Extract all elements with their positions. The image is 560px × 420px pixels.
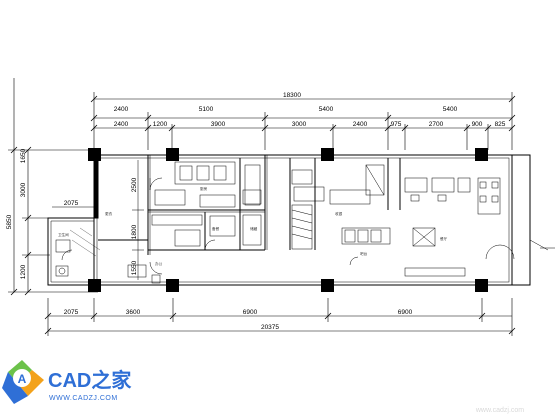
- walls: [47, 154, 531, 286]
- dim-inner-vertical-c: 1550: [131, 260, 138, 275]
- dim-top-row1-c: 5400: [319, 106, 334, 113]
- room-label-locker: 更衣: [105, 211, 113, 216]
- dim-inner-left-top: 2075: [64, 200, 79, 207]
- left-dimension-lines: [8, 78, 98, 296]
- room-label-restroom: 卫生间: [58, 232, 69, 237]
- annex-hatch: [69, 227, 101, 257]
- structural-columns: [88, 148, 488, 292]
- dim-top-row2-f: 975: [391, 121, 402, 128]
- dim-top-row2-g: 2700: [429, 121, 444, 128]
- dim-bottom-a: 2075: [64, 309, 79, 316]
- room-label-dining: 餐厅: [440, 236, 448, 241]
- dim-overall-top: 18300: [283, 92, 301, 99]
- dining-tables: [404, 177, 501, 277]
- dim-top-row2-c: 3900: [211, 121, 226, 128]
- cad-home-logo: A CAD之家 WWW.CADZJ.COM: [2, 360, 132, 404]
- dim-top-row1-d: 5400: [443, 106, 458, 113]
- dim-top-row2-a: 2400: [114, 121, 129, 128]
- room-label-kitchen: 厨房: [200, 186, 208, 191]
- bar-counter: [341, 227, 436, 247]
- dim-left-part-c: 1200: [20, 264, 27, 279]
- doors: [61, 177, 515, 275]
- dim-top-row2-d: 3000: [292, 121, 307, 128]
- room-label-storage: 储藏: [250, 226, 258, 231]
- dim-top-row2-i: 825: [495, 121, 506, 128]
- top-dimension-lines: [90, 92, 516, 150]
- logo-mark-letter: A: [18, 372, 27, 386]
- logo-brand-text: CAD之家: [48, 368, 132, 392]
- dim-bottom-c: 6900: [243, 309, 258, 316]
- dim-top-row1-a: 2400: [114, 106, 129, 113]
- logo-url-text: WWW.CADZJ.COM: [49, 395, 118, 402]
- dim-bottom-d: 6900: [398, 309, 413, 316]
- logo-mark-icon: A: [2, 360, 44, 404]
- dim-inner-vertical-a: 2500: [131, 177, 138, 192]
- room-label-office: 办公: [155, 261, 163, 266]
- dim-left-part-b: 1650: [20, 148, 27, 163]
- dim-top-row2-h: 900: [472, 121, 483, 128]
- dim-top-row2-e: 2400: [353, 121, 368, 128]
- dim-top-row2-b: 1200: [153, 121, 168, 128]
- dim-top-row1-b: 5100: [199, 106, 214, 113]
- dim-left-overall: 5850: [6, 214, 13, 229]
- service-counter: [291, 164, 385, 250]
- restroom-fixtures: [55, 239, 161, 284]
- bottom-dimension-lines: [44, 298, 516, 336]
- inner-dimension-lines: [52, 160, 144, 280]
- kitchen-fixtures: [151, 161, 262, 247]
- room-label-cashier: 收银: [335, 211, 343, 216]
- watermark-text: www.cadzj.com: [475, 407, 524, 414]
- room-label-bar: 吧台: [360, 251, 368, 256]
- dim-bottom-b: 3600: [126, 309, 141, 316]
- dim-left-part-a: 3000: [20, 182, 27, 197]
- room-label-prep: 备餐: [212, 226, 220, 231]
- dim-inner-vertical-b: 1800: [131, 224, 138, 239]
- dim-overall-bottom: 20375: [261, 324, 279, 331]
- exterior-marker: [529, 239, 555, 251]
